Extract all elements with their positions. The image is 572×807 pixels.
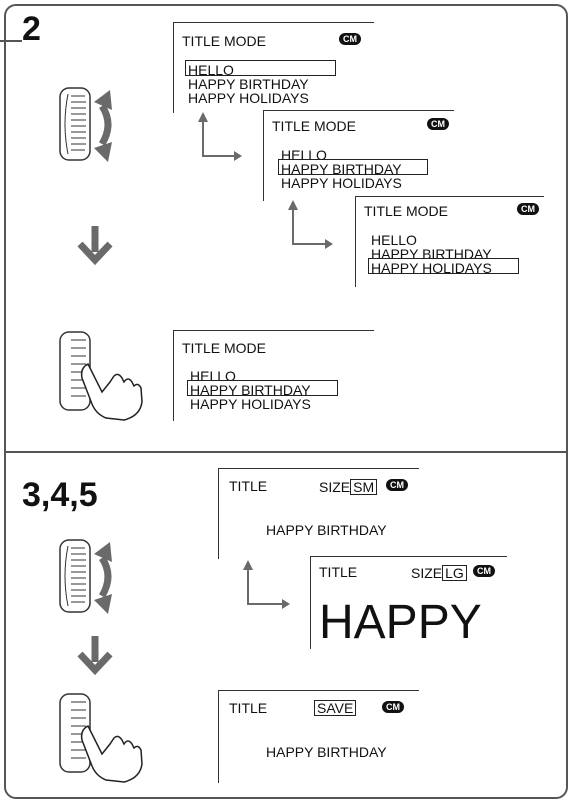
menu-header: TITLE MODE (182, 34, 266, 48)
caption-text: HAPPY BIRTHDAY (266, 745, 387, 759)
cassette-memory-icon: CM (427, 118, 449, 130)
transition-arrow-icon (196, 112, 244, 164)
save-indicator: SAVE (314, 700, 356, 716)
size-text: SIZE (411, 565, 442, 581)
title-mode-menu-confirmed: TITLE MODE HELLO HAPPY BIRTHDAY HAPPY HO… (173, 330, 374, 421)
cassette-memory-icon: CM (386, 479, 408, 491)
cassette-memory-icon: CM (382, 701, 404, 713)
save-label: SAVE (314, 700, 356, 716)
size-value-lg: LG (442, 565, 467, 581)
step-number-3-4-5: 3,4,5 (22, 478, 98, 512)
size-text: SIZE (319, 479, 350, 495)
transition-arrow-icon (285, 200, 335, 252)
menu-item-happy-holidays: HAPPY HOLIDAYS (281, 176, 402, 190)
caption-text: HAPPY BIRTHDAY (266, 523, 387, 537)
leader-line (0, 40, 22, 42)
menu-item-happy-birthday: HAPPY BIRTHDAY (188, 77, 309, 91)
title-mode-menu-birthday: TITLE MODE CM HELLO HAPPY BIRTHDAY HAPPY… (263, 110, 454, 201)
menu-header: TITLE MODE (272, 119, 356, 133)
control-dial-turn-icon (58, 86, 138, 168)
cassette-memory-icon: CM (339, 33, 361, 45)
title-label: TITLE (319, 565, 357, 579)
title-mode-menu-hello: TITLE MODE CM HELLO HAPPY BIRTHDAY HAPPY… (173, 22, 374, 113)
menu-item-hello: HELLO (188, 63, 234, 77)
menu-item-happy-holidays: HAPPY HOLIDAYS (190, 397, 311, 411)
control-dial-press-icon (58, 330, 150, 422)
cassette-memory-icon: CM (517, 203, 539, 215)
down-arrow-icon (76, 634, 114, 674)
large-title-text: HAPPY (319, 599, 482, 647)
menu-header: TITLE MODE (182, 341, 266, 355)
step-number-2: 2 (22, 12, 41, 46)
size-value-sm: SM (350, 479, 377, 495)
title-label: TITLE (229, 701, 267, 715)
cassette-memory-icon: CM (473, 565, 495, 577)
control-dial-press-icon (58, 692, 150, 784)
menu-item-happy-holidays: HAPPY HOLIDAYS (371, 261, 492, 275)
menu-header: TITLE MODE (364, 204, 448, 218)
down-arrow-icon (76, 224, 114, 264)
menu-item-happy-birthday: HAPPY BIRTHDAY (190, 383, 311, 397)
menu-item-hello: HELLO (371, 233, 417, 247)
title-mode-menu-holidays: TITLE MODE CM HELLO HAPPY BIRTHDAY HAPPY… (355, 196, 544, 287)
menu-item-happy-birthday: HAPPY BIRTHDAY (281, 162, 402, 176)
title-screen-save: TITLE SAVE CM HAPPY BIRTHDAY (218, 690, 419, 783)
title-label: TITLE (229, 479, 267, 493)
transition-arrow-icon (240, 560, 292, 612)
control-dial-turn-icon (58, 538, 138, 620)
section-divider (4, 451, 568, 453)
menu-item-happy-holidays: HAPPY HOLIDAYS (188, 91, 309, 105)
